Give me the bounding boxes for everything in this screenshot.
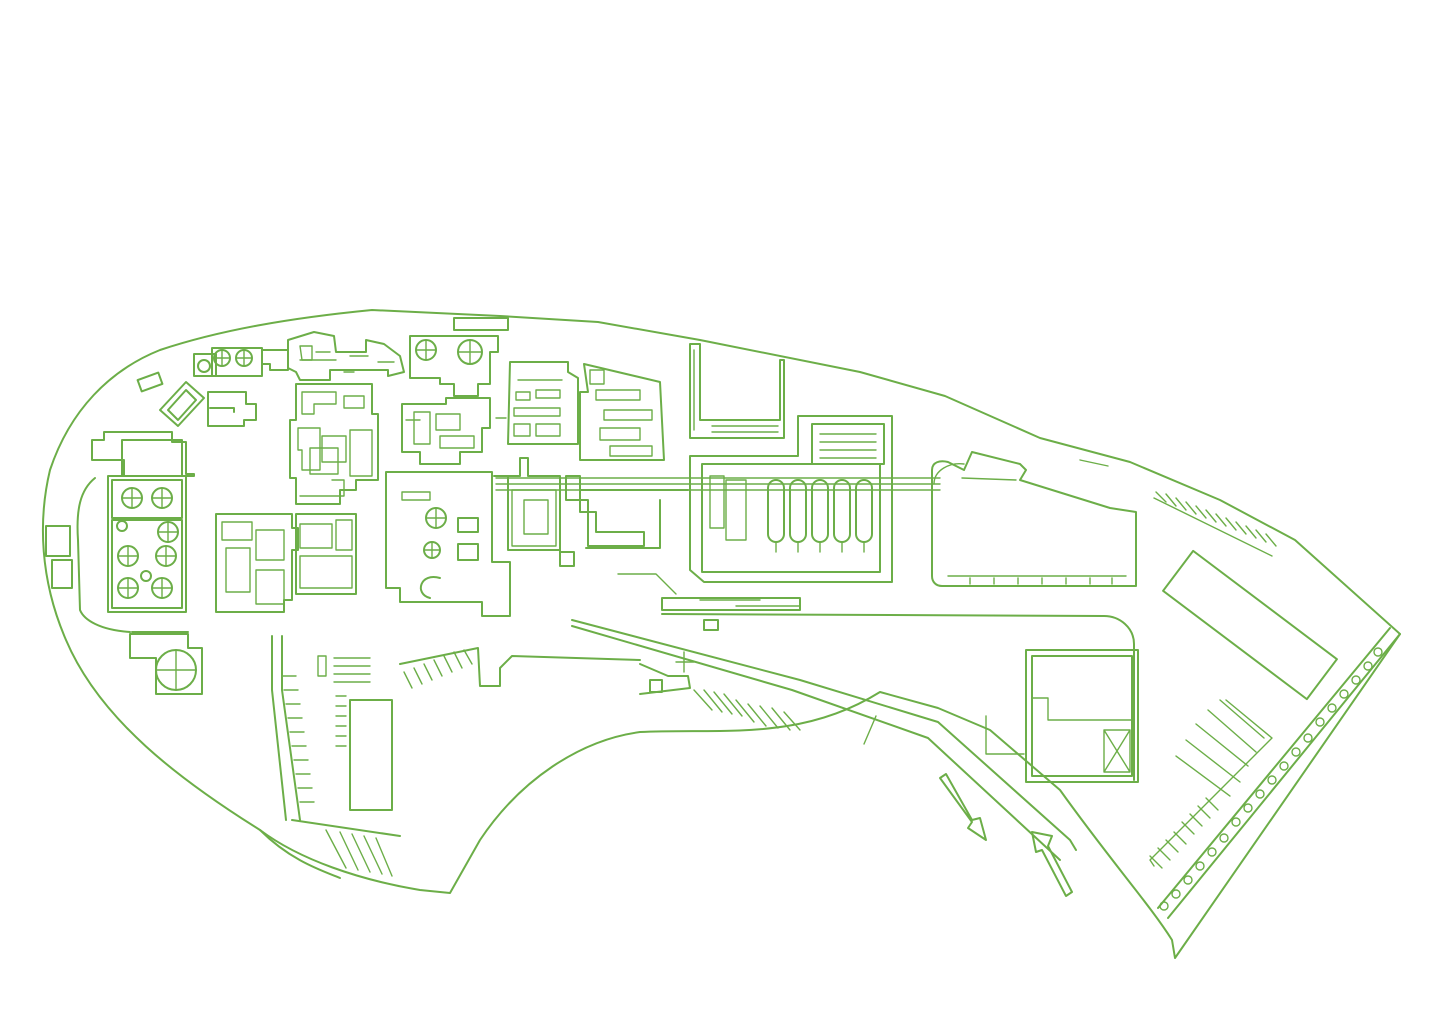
lower-rail-ladder-west [281, 675, 315, 803]
small-block-left [207, 391, 257, 427]
road-arrow-west [939, 773, 987, 841]
small-shed [136, 371, 164, 393]
center-dock [639, 663, 691, 695]
road-arrow-east [1031, 831, 1073, 897]
tank-array-block [689, 415, 893, 583]
west-tank-farm [91, 431, 195, 613]
island-outline [41, 309, 1401, 959]
central-plaza [385, 471, 511, 617]
left-strip-a [45, 525, 71, 557]
lower-rail-ladder-mid [317, 655, 393, 811]
process-block-southwest [215, 513, 357, 613]
top-left-tanks [193, 347, 289, 377]
southwest-tank [129, 631, 203, 695]
southeast-buoy-line [1157, 627, 1401, 919]
pier-ladder-east [693, 689, 801, 731]
process-block-upper-middle [401, 317, 509, 465]
lower-rail-ladder-south [291, 819, 401, 877]
process-block-north-center [507, 361, 665, 461]
angled-building [159, 381, 205, 427]
southeast-pier-fingers [1149, 699, 1273, 869]
main-east-road [571, 573, 1135, 861]
inner-shoreline [259, 829, 341, 879]
left-road-curve [76, 477, 131, 633]
pier-ladder-center [399, 647, 641, 689]
north-detail-lines [299, 359, 507, 421]
southeast-lot [985, 649, 1139, 783]
east-warehouse [931, 451, 1137, 587]
north-warehouse [689, 343, 785, 439]
left-strip-b [51, 559, 73, 589]
east-long-building [1162, 549, 1338, 701]
west-road [271, 635, 301, 821]
northeast-dock-ladder [1079, 459, 1277, 557]
subplant-center [493, 457, 689, 567]
mooring-cross [675, 651, 695, 673]
pipe-rack [495, 463, 965, 491]
